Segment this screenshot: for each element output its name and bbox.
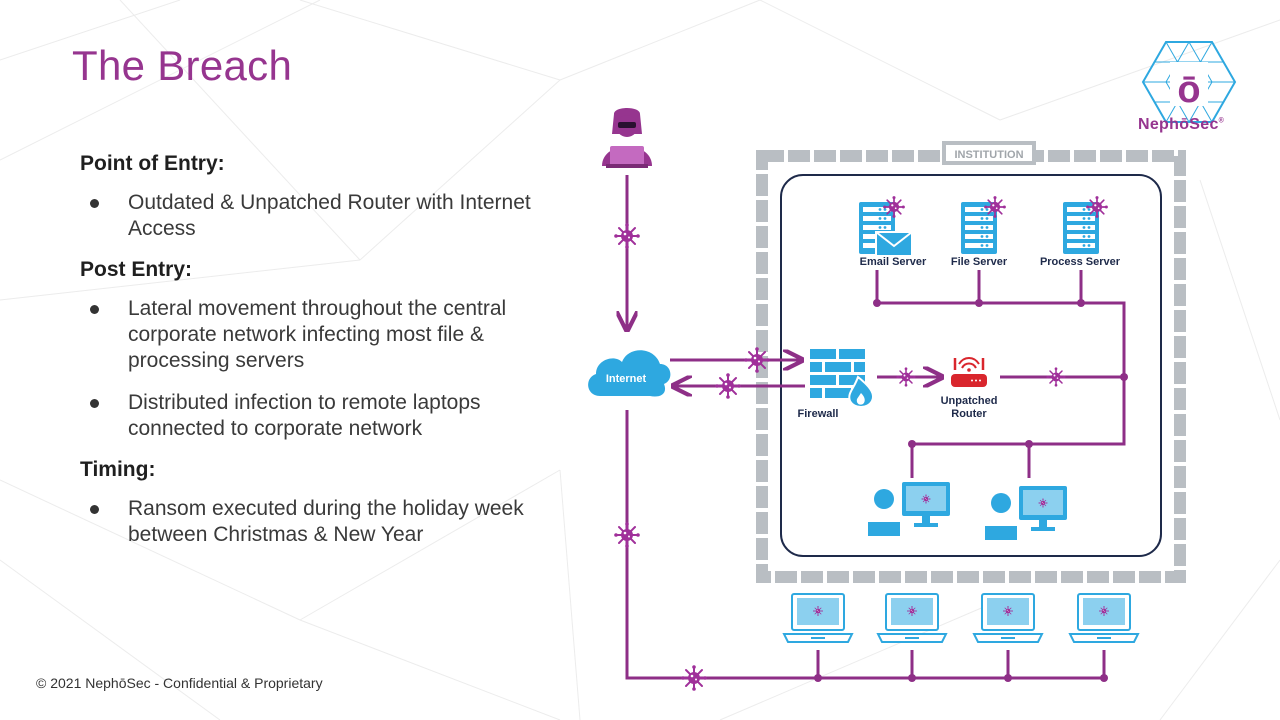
virus-icon (680, 664, 708, 692)
router-label-line1: Unpatched (941, 395, 998, 407)
router-icon (951, 357, 987, 387)
section-heading: Point of Entry: (80, 152, 225, 175)
footer-copyright: © 2021 NephōSec - Confidential & Proprie… (36, 675, 323, 691)
section-timing: Timing: Ransom executed during the holid… (80, 458, 560, 548)
email-server-icon (859, 202, 913, 257)
hacker-icon (602, 108, 652, 168)
file-server-label: File Server (951, 256, 1008, 268)
institution-boundary: INSTITUTION (756, 141, 1186, 583)
bullet-dot (90, 505, 99, 514)
remote-laptop-icon (784, 594, 852, 642)
brand-text: NephōSec (1138, 116, 1219, 133)
section-heading: Post Entry: (80, 258, 193, 281)
section-point-of-entry: Point of Entry: Outdated & Unpatched Rou… (80, 152, 560, 242)
router-label-line2: Router (951, 408, 987, 420)
firewall-icon (810, 349, 874, 408)
remote-laptop-icon (878, 594, 946, 642)
internet-cloud-icon: Internet (588, 350, 671, 397)
bullet-item: Lateral movement throughout the central … (80, 296, 560, 374)
nephosec-logo-icon: ō (1141, 41, 1237, 123)
bullet-list: Lateral movement throughout the central … (80, 296, 560, 442)
virus-icon (714, 372, 742, 400)
firewall-label: Firewall (798, 408, 839, 420)
remote-laptop-icon (974, 594, 1042, 642)
bullet-dot (90, 399, 99, 408)
logo-mark: ō (1177, 69, 1200, 111)
breach-details: Point of Entry: Outdated & Unpatched Rou… (80, 152, 560, 564)
email-server-label: Email Server (860, 256, 927, 268)
internet-label: Internet (606, 373, 647, 385)
process-server-label: Process Server (1040, 256, 1121, 268)
bullet-text: Lateral movement throughout the central … (128, 297, 507, 372)
brand-name: NephōSec® (1138, 116, 1224, 134)
bullet-text: Ransom executed during the holiday week … (128, 497, 524, 546)
bullet-text: Outdated & Unpatched Router with Interne… (128, 191, 531, 240)
bullet-dot (90, 199, 99, 208)
bullet-item: Distributed infection to remote laptops … (80, 390, 560, 442)
bullet-list: Ransom executed during the holiday week … (80, 496, 560, 548)
bullet-text: Distributed infection to remote laptops … (128, 391, 481, 440)
virus-icon (613, 222, 641, 250)
bullet-item: Ransom executed during the holiday week … (80, 496, 560, 548)
institution-label: INSTITUTION (954, 149, 1023, 161)
connection-nodes (814, 299, 1128, 682)
remote-laptop-icon (1070, 594, 1138, 642)
brand-registered: ® (1218, 117, 1225, 125)
virus-icon (613, 521, 641, 549)
section-heading: Timing: (80, 458, 156, 481)
slide-title: The Breach (72, 42, 293, 89)
bullet-item: Outdated & Unpatched Router with Interne… (80, 190, 560, 242)
section-post-entry: Post Entry: Lateral movement throughout … (80, 258, 560, 442)
bullet-list: Outdated & Unpatched Router with Interne… (80, 190, 560, 242)
bullet-dot (90, 305, 99, 314)
